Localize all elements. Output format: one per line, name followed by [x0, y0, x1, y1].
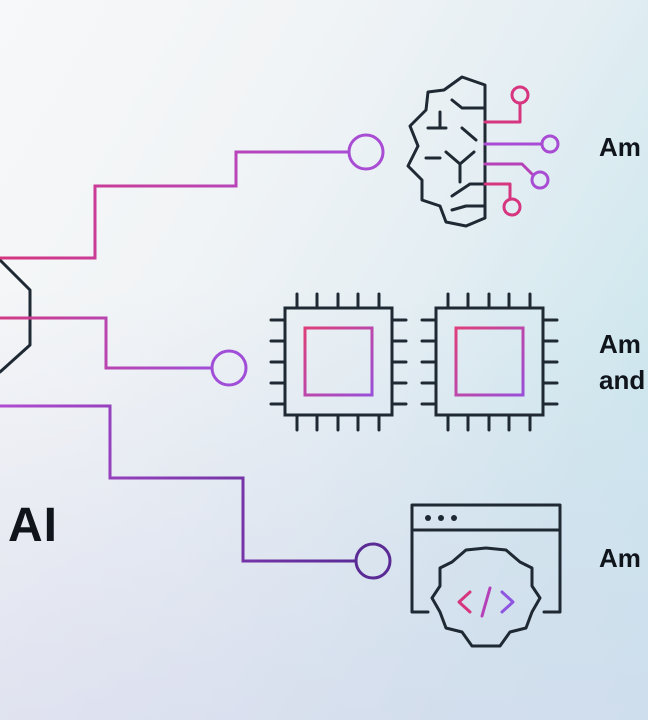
connector-top [0, 133, 385, 260]
connector-middle [0, 316, 248, 387]
service-label-middle-line2: and [599, 365, 646, 395]
service-label-middle-line1: Am [599, 329, 641, 359]
chip-icon-1 [269, 292, 408, 432]
service-label-top: Am [599, 132, 641, 162]
hub-hexagon-icon [0, 258, 32, 374]
connector-bottom [0, 404, 392, 580]
hub-label: AI [8, 499, 58, 552]
chip-icon-2 [420, 292, 559, 432]
brain-circuit-icon [406, 75, 560, 228]
code-brain-window-icon [410, 503, 562, 648]
service-label-bottom: Am [599, 543, 641, 573]
